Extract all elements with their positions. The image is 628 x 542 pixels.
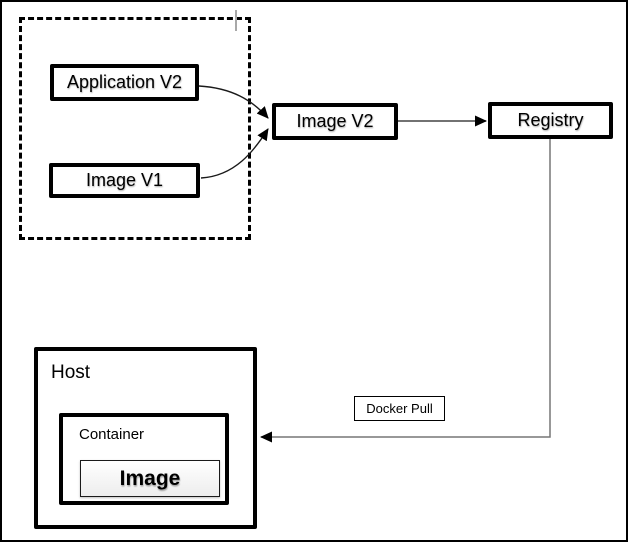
node-image: Image: [80, 460, 220, 497]
node-container-label: Container: [79, 426, 145, 443]
node-registry: Registry: [488, 102, 613, 139]
node-application-v2-label: Application V2: [66, 72, 183, 92]
node-application-v2: Application V2: [50, 64, 199, 101]
node-container: Container Image: [59, 413, 229, 505]
node-registry-label: Registry: [517, 110, 584, 130]
node-image-v1: Image V1: [49, 163, 200, 198]
text-cursor-artifact: [235, 10, 237, 31]
node-image-v2: Image V2: [272, 103, 398, 140]
node-host: Host Container Image: [34, 347, 257, 529]
node-image-v1-label: Image V1: [85, 170, 164, 190]
node-host-label: Host: [51, 362, 91, 383]
edge-registry-to-host: [260, 139, 551, 443]
node-image-label: Image: [119, 466, 181, 490]
node-image-v2-label: Image V2: [296, 111, 374, 131]
docker-pull-label-box: Docker Pull: [354, 396, 445, 421]
build-group-dashed-box: [19, 17, 251, 240]
docker-pull-label: Docker Pull: [366, 401, 433, 416]
